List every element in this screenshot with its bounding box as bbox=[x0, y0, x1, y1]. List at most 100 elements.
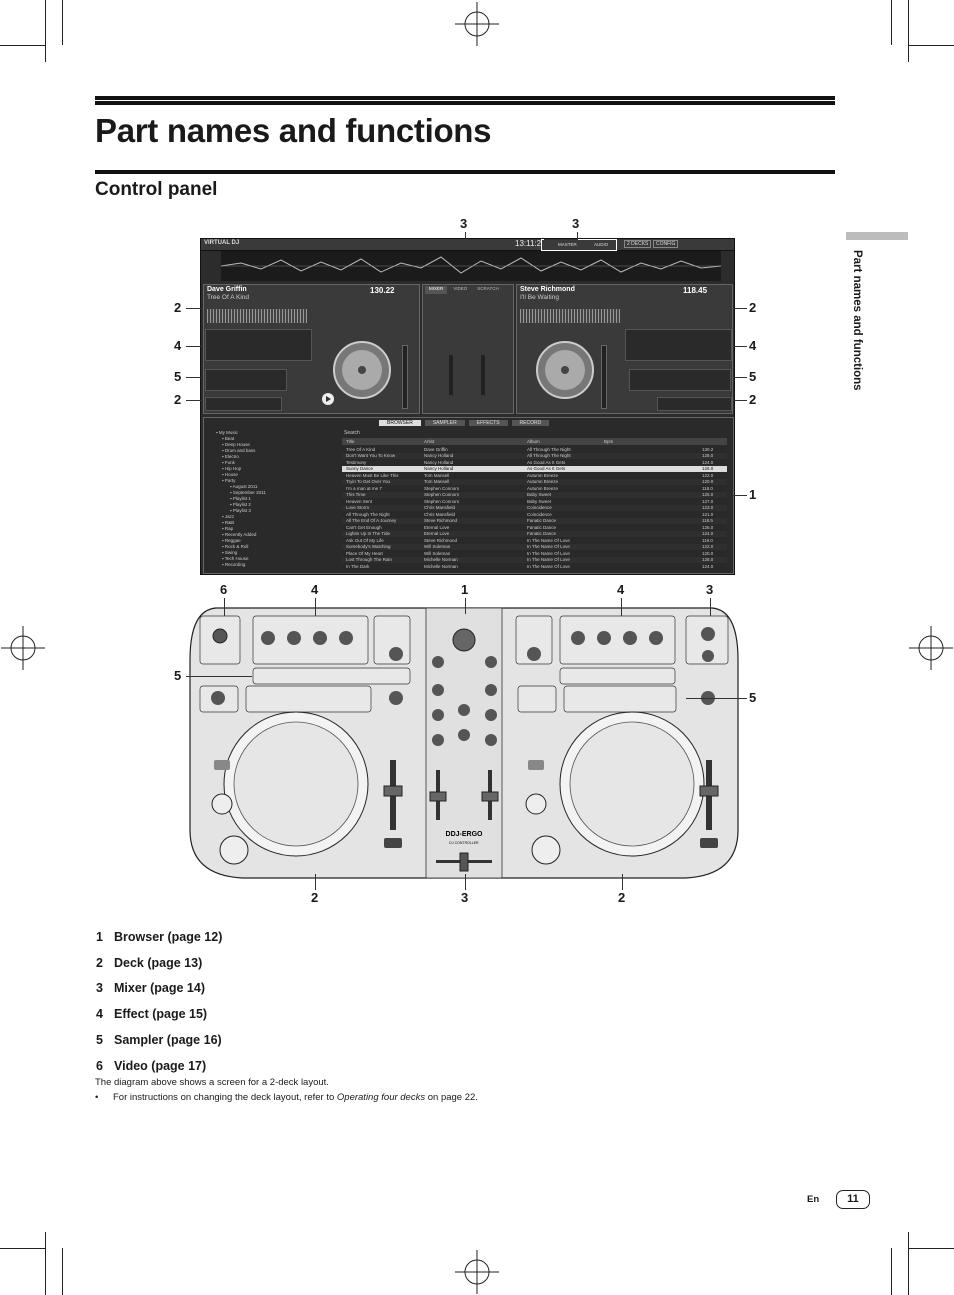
right-deck-waveform bbox=[520, 309, 620, 323]
browser-section: BROWSER SAMPLER EFFECTS RECORD ▪ My Musi… bbox=[203, 417, 734, 574]
folder-item[interactable]: ▪ Deep House bbox=[222, 442, 250, 447]
folder-item[interactable]: ▪ Playlist 3 bbox=[230, 508, 251, 513]
table-cell: 120.0 bbox=[702, 550, 714, 556]
folder-item[interactable]: ▪ Beat bbox=[222, 436, 235, 441]
table-cell: Michelle Norman bbox=[424, 563, 458, 569]
table-cell: Eternal Love bbox=[424, 524, 450, 530]
table-cell: As Good As It Gets bbox=[527, 459, 566, 465]
table-cell: 124.0 bbox=[702, 531, 714, 536]
table-cell: Lost Through The Rain bbox=[346, 557, 392, 562]
left-play-icon[interactable] bbox=[321, 392, 335, 406]
folder-item[interactable]: ▪ September 2011 bbox=[230, 490, 266, 495]
tab-record[interactable]: RECORD bbox=[511, 420, 550, 426]
folder-item[interactable]: ▪ Recently Added bbox=[222, 532, 257, 537]
folder-item[interactable]: ▪ Tech House bbox=[222, 556, 249, 561]
title-rule-bottom bbox=[95, 170, 835, 174]
callout-top-1: 3 bbox=[460, 216, 468, 231]
folder-item[interactable]: ▪ Rap bbox=[222, 526, 234, 531]
section-title: Control panel bbox=[95, 179, 218, 200]
callout-ctrl-effect-left: 4 bbox=[311, 582, 319, 597]
folder-item[interactable]: ▪ My Music bbox=[216, 430, 238, 435]
table-cell: All The End Of A Journey bbox=[346, 518, 397, 523]
table-cell: Baby Sweet bbox=[527, 498, 552, 504]
right-pitch-slider[interactable] bbox=[601, 345, 607, 409]
table-cell: In The Name Of Love bbox=[527, 537, 570, 543]
folder-item[interactable]: ▪ Funk bbox=[222, 460, 235, 465]
folder-item[interactable]: ▪ August 2011 bbox=[230, 484, 258, 489]
mixer-fader-right[interactable] bbox=[481, 355, 485, 395]
tab-scratch[interactable]: SCRATCH bbox=[477, 286, 499, 291]
callout-right-hotcue: 2 bbox=[749, 392, 757, 407]
tab-mixer[interactable]: MIXER bbox=[425, 286, 448, 294]
right-deck-artist: Steve Richmond bbox=[520, 286, 575, 293]
folder-item[interactable]: ▪ Party bbox=[222, 478, 236, 483]
clock-readout: 13:11:2 bbox=[515, 239, 542, 248]
overview-waveform bbox=[221, 251, 721, 281]
folder-item[interactable]: ▪ Hip Hop bbox=[222, 466, 242, 471]
folder-item[interactable]: ▪ House bbox=[222, 472, 238, 477]
col-bpm[interactable]: Bpm bbox=[604, 439, 614, 444]
side-tab bbox=[846, 232, 908, 240]
table-cell: 121.0 bbox=[702, 511, 714, 517]
table-cell: Sunny Dance bbox=[346, 466, 374, 471]
folder-item[interactable]: ▪ Drum and bass bbox=[222, 448, 256, 453]
track-header: Title Artist Album Bpm bbox=[342, 438, 727, 445]
col-album[interactable]: Album bbox=[527, 439, 540, 444]
folder-item[interactable]: ▪ Recording bbox=[222, 562, 246, 567]
left-deck-title: Tree Of A Kind bbox=[207, 294, 250, 301]
table-cell: In The Dark bbox=[346, 563, 370, 569]
decks-button[interactable]: 2 DECKS bbox=[624, 240, 652, 248]
tab-video[interactable]: VIDEO bbox=[453, 286, 468, 291]
table-cell: 124.0 bbox=[702, 563, 714, 569]
folder-item[interactable]: ▪ Playlist 2 bbox=[230, 502, 251, 507]
folder-item[interactable]: ▪ Playlist 1 bbox=[230, 496, 251, 501]
right-sampler-strip bbox=[629, 369, 731, 391]
table-cell: Can't Get Enough bbox=[346, 524, 382, 530]
folder-item[interactable]: ▪ Reggae bbox=[222, 538, 241, 543]
registration-mark-left bbox=[1, 626, 45, 670]
table-cell: 122.0 bbox=[702, 472, 714, 478]
tab-browser[interactable]: BROWSER bbox=[379, 420, 421, 426]
table-cell: Don't Want You To Know bbox=[346, 453, 396, 458]
left-pitch-slider[interactable] bbox=[402, 345, 408, 409]
left-jog-platter[interactable] bbox=[332, 340, 392, 400]
folder-item[interactable]: ▪ Jazz bbox=[222, 514, 235, 519]
left-deck: Dave Griffin Tree Of A Kind 130.22 bbox=[203, 284, 420, 414]
folder-item[interactable]: ▪ Rock & Roll bbox=[222, 544, 249, 549]
tab-effects[interactable]: EFFECTS bbox=[468, 420, 508, 426]
folder-item[interactable]: ▪ Electro bbox=[222, 454, 239, 459]
tab-sampler[interactable]: SAMPLER bbox=[424, 420, 465, 426]
side-label: Part names and functions bbox=[851, 250, 863, 391]
col-title[interactable]: Title bbox=[346, 439, 355, 444]
table-cell: Tom Mansell bbox=[424, 479, 450, 484]
col-artist[interactable]: Artist bbox=[424, 439, 435, 444]
config-button[interactable]: CONFIG bbox=[653, 240, 679, 248]
folder-item[interactable]: ▪ R&B bbox=[222, 520, 235, 525]
registration-mark-top bbox=[455, 2, 499, 46]
right-jog-platter[interactable] bbox=[535, 340, 595, 400]
folder-item[interactable]: ▪ Swing bbox=[222, 550, 238, 555]
mixer-fader-left[interactable] bbox=[449, 355, 453, 395]
